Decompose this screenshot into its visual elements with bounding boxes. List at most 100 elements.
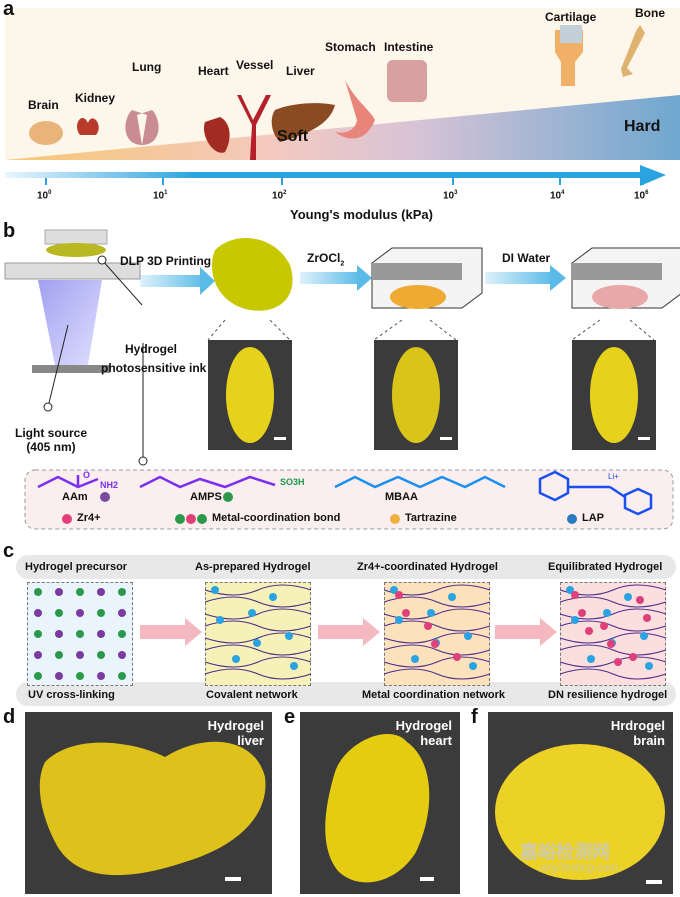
crosslinker-star <box>211 586 219 594</box>
crosslinker-star <box>603 609 611 617</box>
zr-ion <box>600 622 608 630</box>
amps-structure <box>139 475 276 489</box>
polymer-chain <box>204 644 312 656</box>
lung-icon <box>125 110 159 145</box>
printed-ear-model <box>211 238 293 311</box>
panel-b-label: b <box>3 220 16 242</box>
process-covalent: Covalent network <box>206 689 298 701</box>
monomer-dot <box>97 588 105 596</box>
process-title-bar <box>16 682 676 706</box>
crosslinker-star <box>216 616 224 624</box>
polymer-chain <box>204 584 312 596</box>
monomer-dot <box>76 651 84 659</box>
crosslinker-star <box>640 632 648 640</box>
lap-li: Li+ <box>608 472 619 481</box>
watermark-cn: 嘉峪检测网 <box>520 842 610 862</box>
monomer-dot <box>118 651 126 659</box>
monomer-dot <box>34 609 42 617</box>
monomer-dot <box>118 672 126 680</box>
polymer-chain <box>559 644 667 656</box>
process-metal: Metal coordination network <box>362 689 506 701</box>
panel-d-label: d <box>3 706 16 728</box>
cartilage-icon <box>555 30 583 86</box>
bond-marker <box>197 514 207 524</box>
bone-icon <box>621 25 645 77</box>
crosslinker-star <box>285 632 293 640</box>
zr-ion <box>571 591 579 599</box>
monomer-dot <box>118 609 126 617</box>
monomer-dot <box>118 588 126 596</box>
organ-label-liver: Liver <box>286 64 315 78</box>
stage-zr-coordinated: Zr4+-coordinated Hydrogel <box>357 561 498 573</box>
stiffness-wedge <box>5 95 680 160</box>
process-dn: DN resilience hydrogel <box>548 689 668 701</box>
process-uv: UV cross-linking <box>28 689 115 701</box>
crosslinker-star <box>624 593 632 601</box>
polymer-chain <box>204 668 312 680</box>
stage-title-bar <box>16 555 676 579</box>
crosslinker-star <box>290 662 298 670</box>
polymer-chain <box>204 656 312 668</box>
zr-ion <box>607 640 615 648</box>
light-label: Light source(405 nm) <box>15 426 88 454</box>
crosslinker-star <box>571 616 579 624</box>
ink-label-line2: photosensitive ink <box>101 361 207 375</box>
zr-marker <box>62 514 72 524</box>
zr-bath <box>372 263 462 280</box>
monomer-dot <box>76 672 84 680</box>
lap-structure <box>538 470 570 502</box>
aam-nh2: NH2 <box>100 480 119 490</box>
crosslinker-star <box>645 662 653 670</box>
zr-ion <box>614 658 622 666</box>
crosslinker-star <box>411 655 419 663</box>
monomer-dot <box>97 672 105 680</box>
legend-tartrazine: Tartrazine <box>405 512 457 524</box>
monomer-dot <box>76 609 84 617</box>
polymer-chain <box>383 632 491 644</box>
lap-marker <box>567 514 577 524</box>
panel-a-label: a <box>3 0 15 20</box>
axis-arrow-head <box>640 165 666 186</box>
zr-ion <box>431 640 439 648</box>
mbaa-label: MBAA <box>385 491 418 503</box>
zr-ion <box>453 653 461 661</box>
printing-process-graphic <box>4 229 680 530</box>
crosslinker-star <box>248 609 256 617</box>
amps-so3h: SO3H <box>280 477 305 487</box>
intestine-icon <box>387 60 427 102</box>
resin-vat <box>4 262 141 280</box>
stomach-icon <box>335 80 375 139</box>
panel-e-label: e <box>284 706 296 728</box>
zr-ion <box>636 596 644 604</box>
crosslinker-star <box>448 593 456 601</box>
crosslinker-star <box>395 616 403 624</box>
organ-label-brain: Brain <box>28 98 59 112</box>
crosslinker-star <box>587 655 595 663</box>
light-source <box>32 365 110 373</box>
vessel-icon <box>237 95 271 160</box>
organ-label-cartilage: Cartilage <box>545 10 597 24</box>
zr-ion <box>578 609 586 617</box>
hard-label: Hard <box>624 118 661 135</box>
crosslinker-star <box>390 586 398 594</box>
zr-ion <box>585 627 593 635</box>
amps-marker <box>223 492 233 502</box>
zr-ion <box>629 653 637 661</box>
zr-ion <box>643 614 651 622</box>
monomer-dot <box>55 672 63 680</box>
aam-structure <box>37 475 99 489</box>
crosslinker-star <box>427 609 435 617</box>
monomer-dot <box>34 672 42 680</box>
step-label-zrocl2: ZrOCl2 <box>307 251 345 268</box>
panel-f-label: f <box>471 706 478 728</box>
mbaa-structure <box>334 475 506 489</box>
ink-label-line1: Hydrogel <box>125 342 178 356</box>
monomer-dot <box>55 630 63 638</box>
crosslinker-star <box>464 632 472 640</box>
crosslinker-star <box>232 655 240 663</box>
